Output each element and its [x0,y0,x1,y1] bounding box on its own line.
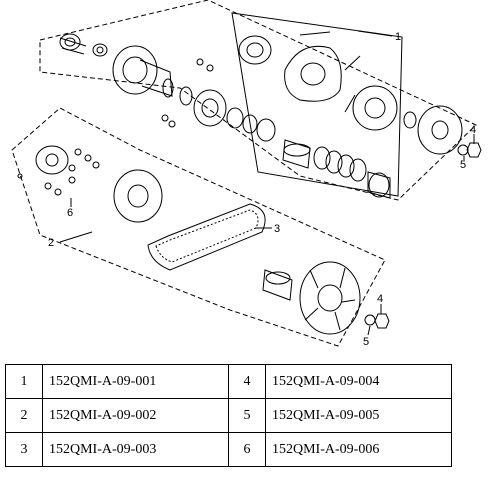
part-code: 152QMI-A-09-006 [265,432,452,467]
parts-table: 1 152QMI-A-09-001 4 152QMI-A-09-004 2 15… [5,364,452,467]
nut-washer-top [457,142,482,158]
nut-washer-bottom [364,313,390,329]
ramp-plate [17,145,100,196]
table-row: 3 152QMI-A-09-003 6 152QMI-A-09-006 [5,432,452,467]
movable-drive-face [113,169,163,223]
callout-3: 3 [274,223,280,235]
leader-1 [357,30,393,37]
part-code: 152QMI-A-09-004 [265,364,452,399]
part-number: 3 [5,432,43,467]
part-code: 152QMI-A-09-001 [42,364,229,399]
part-number: 1 [5,364,43,399]
callout-4-top: 4 [470,124,476,136]
part-code: 152QMI-A-09-002 [42,398,229,433]
drive-collar [262,269,293,301]
bolt-small [161,58,214,128]
torque-cam [179,86,276,142]
callout-1: 1 [395,31,401,43]
part-number: 2 [5,398,43,433]
part-code: 152QMI-A-09-003 [42,432,229,467]
leader-2 [59,231,93,243]
callout-6: 6 [67,207,73,219]
clutch-shoe-assembly [238,31,398,131]
leader-5b [367,325,371,336]
driven-pulley-hub [59,33,174,98]
part-number: 4 [228,364,266,399]
callout-2: 2 [48,237,54,249]
spacer-collar [282,139,311,169]
table-row: 1 152QMI-A-09-001 4 152QMI-A-09-004 [5,364,452,399]
exploded-parts-diagram: 1 2 3 4 5 6 4 5 [11,0,482,348]
table-row: 2 152QMI-A-09-002 5 152QMI-A-09-005 [5,398,452,433]
part-code: 152QMI-A-09-005 [265,398,452,433]
callout-5-bottom: 5 [363,336,369,348]
drive-belt [147,203,266,271]
group-2-outline [11,107,386,347]
part-number: 5 [228,398,266,433]
clutch-spring [313,146,391,199]
clutch-bell [403,105,463,155]
callout-4-bottom: 4 [377,293,383,305]
callout-5-top: 5 [460,159,466,171]
part-number: 6 [228,432,266,467]
fan-drive-face [299,261,361,335]
group-1-inner-box [231,12,403,197]
